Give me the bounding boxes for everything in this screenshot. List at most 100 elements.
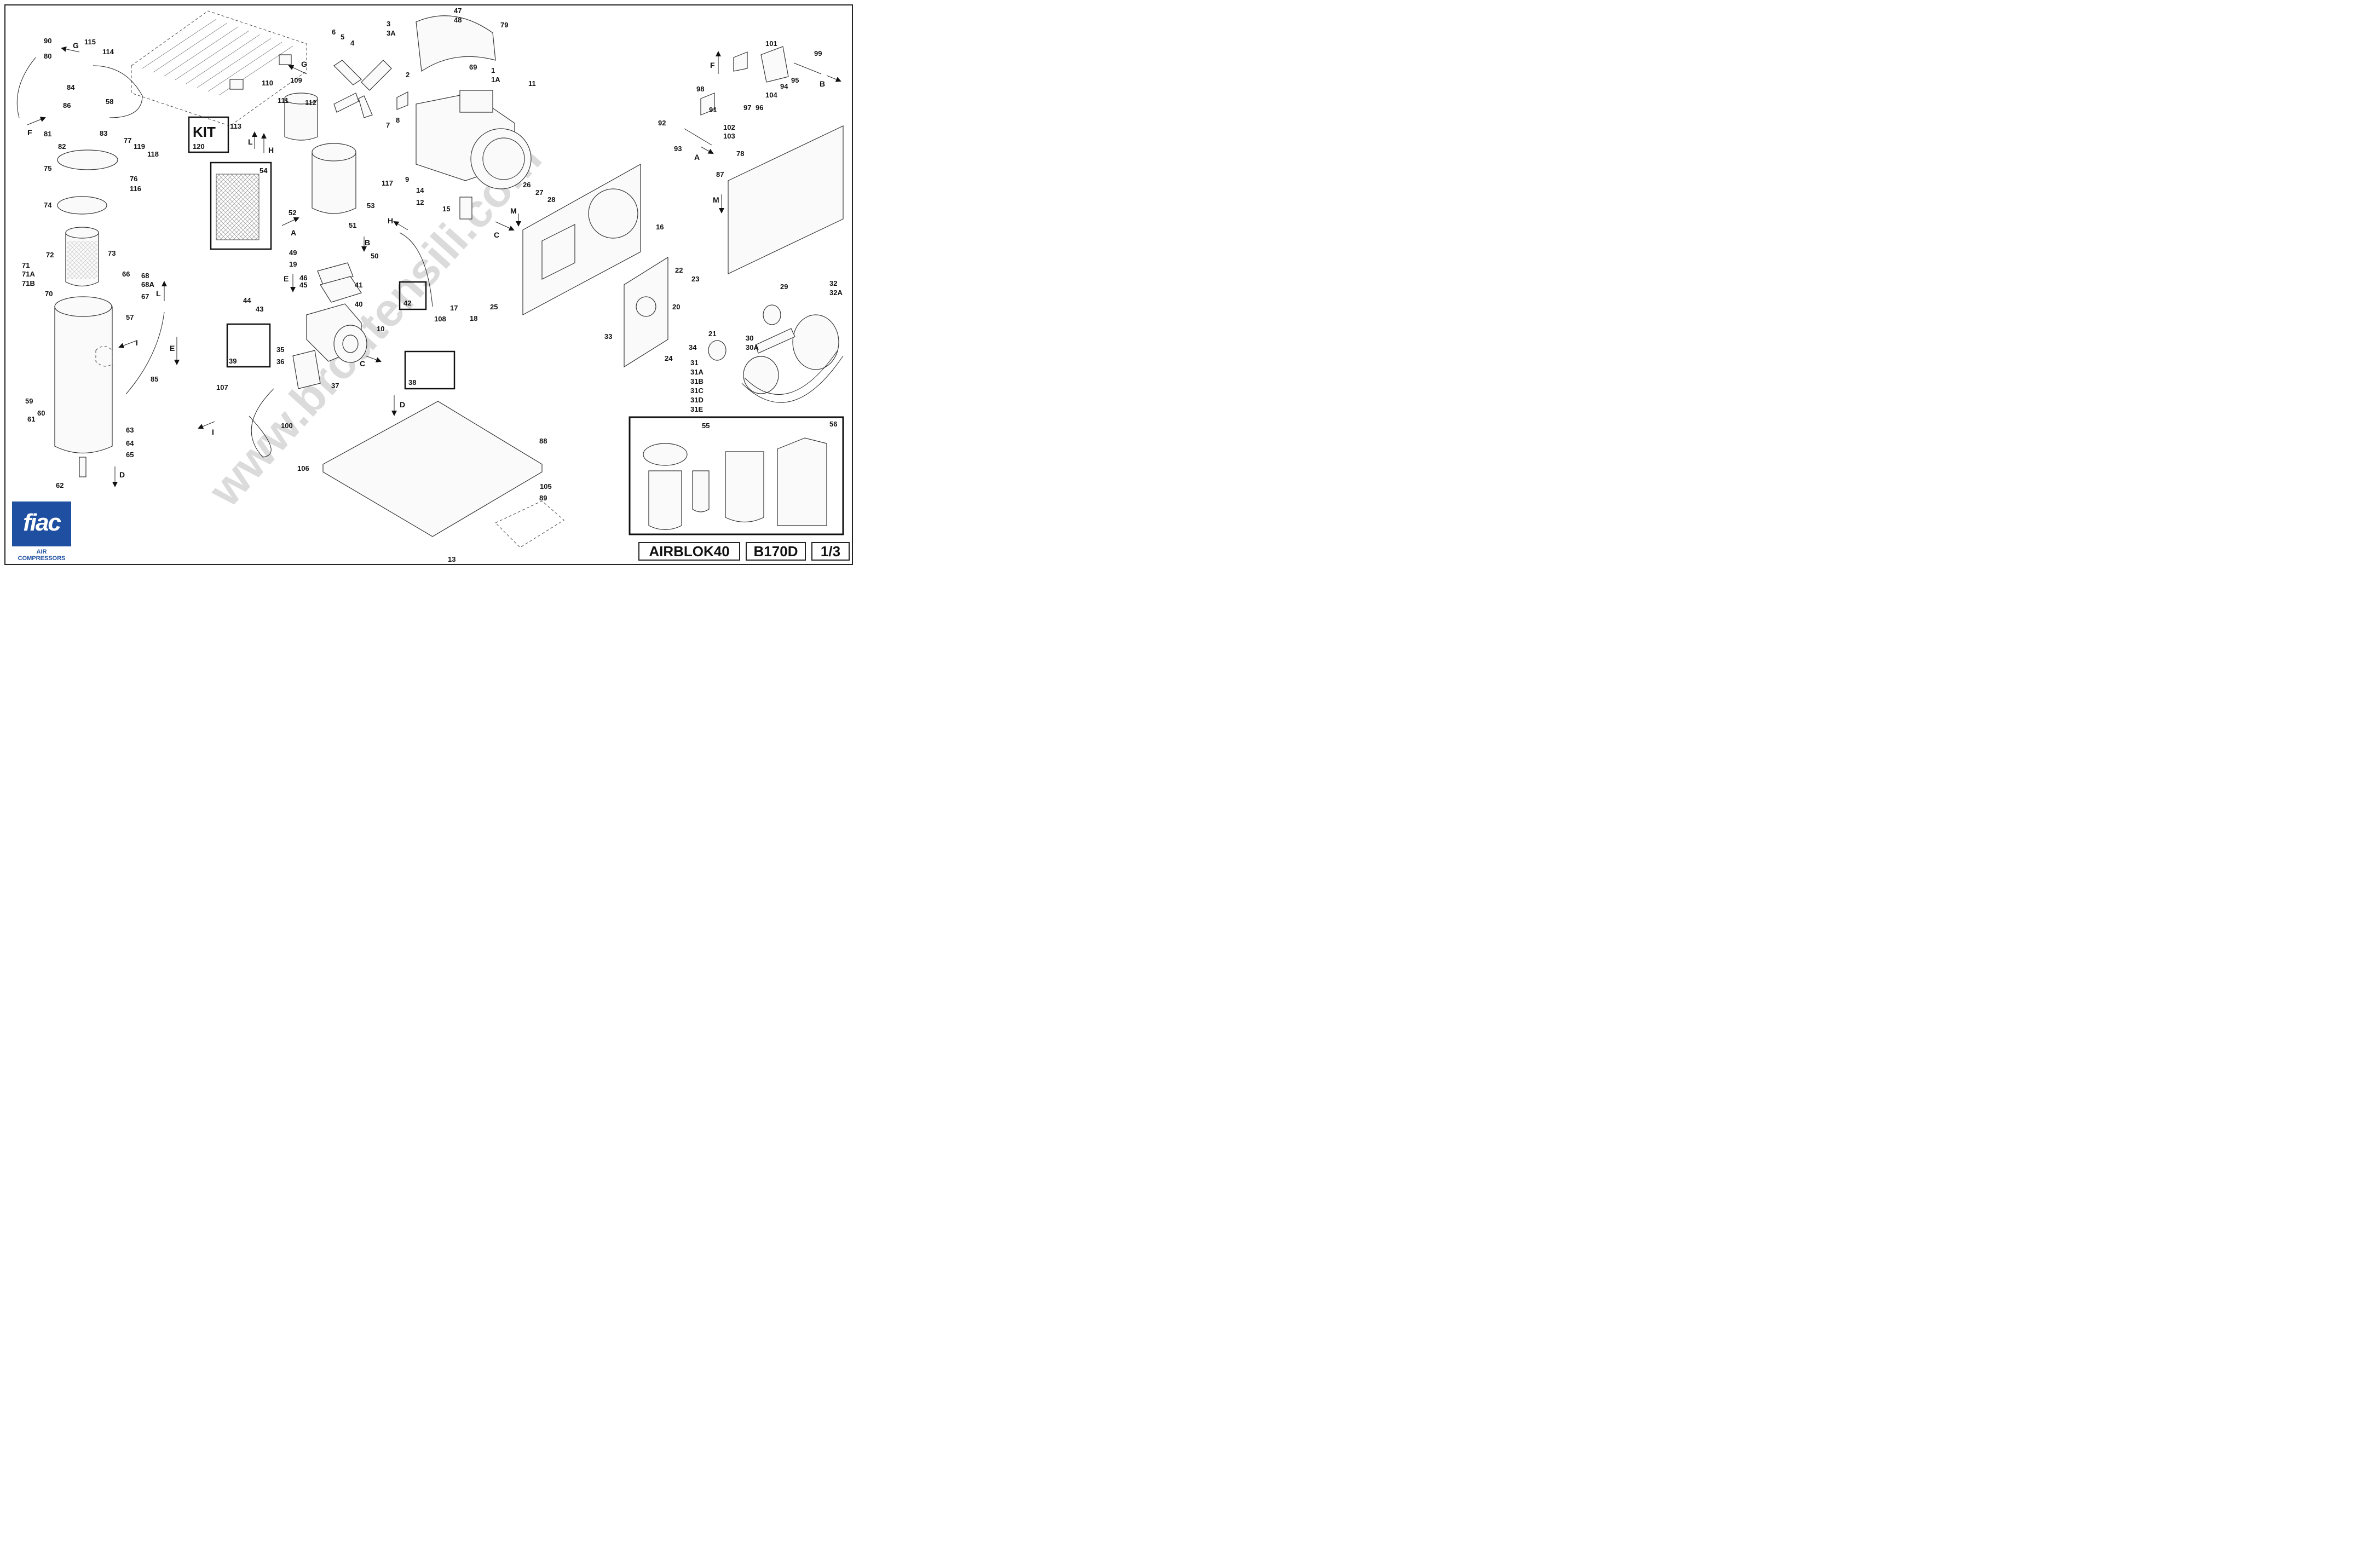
part-label: 76: [130, 175, 137, 183]
part-label: 48: [454, 16, 462, 24]
arrow-letter: G: [73, 41, 79, 50]
part-label: 21: [708, 330, 716, 338]
part-label: 17: [450, 304, 458, 312]
part-label: 77: [124, 136, 131, 145]
part-label: 72: [46, 251, 54, 259]
arrow-letter: F: [710, 61, 715, 70]
part-label: 3A: [387, 29, 396, 37]
arrow-letter: A: [694, 153, 700, 162]
part-label: 112: [305, 99, 316, 107]
arrow-letter: E: [284, 274, 289, 283]
part-label: 71A: [22, 270, 35, 278]
part-label: 116: [130, 185, 141, 193]
part-label: 98: [696, 85, 704, 93]
part-label: 85: [151, 375, 158, 383]
part-label: 113: [230, 122, 241, 130]
part-label: 1: [491, 66, 495, 74]
arrow-letter: B: [365, 238, 370, 247]
part-label: 31A: [690, 368, 704, 376]
part-label: 36: [276, 358, 284, 366]
logo-brand: fiac: [23, 509, 61, 536]
part-label: 104: [765, 91, 777, 99]
part-label: 53: [367, 201, 374, 210]
part-label: 110: [262, 79, 273, 87]
arrow-letter: A: [291, 228, 296, 237]
part-label: 30A: [746, 343, 759, 351]
part-label: 54: [260, 166, 268, 175]
arrow-letter: L: [156, 289, 161, 298]
part-labels: 1 1A 2 3 3A 4 5 6 7 8 9 10 11 12 13 14 1…: [22, 7, 843, 563]
part-label: 86: [63, 101, 71, 109]
part-label: 32: [829, 279, 837, 287]
part-label: 24: [665, 354, 673, 362]
part-label: 88: [539, 437, 547, 445]
part-label: 75: [44, 164, 51, 172]
frame-plate: [522, 163, 641, 316]
part-label: 68A: [141, 280, 154, 289]
part-label: 67: [141, 292, 149, 301]
flow-arrows: [27, 46, 841, 487]
part-label: 78: [736, 149, 744, 158]
diagram-canvas: www.brcutensili.com: [16, 7, 844, 563]
arrow-letter: I: [136, 338, 138, 347]
part-label: 29: [780, 283, 788, 291]
grille-panel: [728, 125, 844, 274]
part-label: 8: [396, 116, 400, 124]
arrow-letter: H: [388, 216, 393, 225]
part-label: 70: [45, 290, 53, 298]
part-label: 1A: [491, 76, 500, 84]
part-label: 61: [27, 415, 35, 423]
part-label: 57: [126, 313, 134, 321]
part-label: 47: [454, 7, 462, 15]
part-label: 94: [780, 82, 788, 90]
part-label: 34: [689, 343, 697, 351]
part-label: 35: [276, 345, 284, 354]
part-label: 60: [37, 409, 45, 417]
part-label: 3: [387, 20, 390, 28]
part-label: 114: [102, 48, 114, 56]
part-label: 42: [403, 299, 411, 307]
part-label: 32A: [829, 289, 843, 297]
part-label: 51: [349, 221, 356, 229]
bracket-plate: [624, 256, 668, 368]
part-label: 100: [281, 422, 293, 430]
part-label: 111: [278, 96, 289, 105]
part-label: 71: [22, 261, 30, 269]
part-label: 55: [702, 422, 710, 430]
part-label: 31E: [690, 405, 703, 413]
part-label: 99: [814, 49, 822, 57]
kit-callout: KIT 120: [193, 124, 216, 151]
part-label: 2: [406, 71, 410, 79]
part-label: 63: [126, 426, 134, 434]
part-label: 31B: [690, 377, 704, 385]
part-label: 87: [716, 170, 724, 178]
arrow-letter: H: [268, 146, 274, 154]
part-label: 58: [106, 97, 113, 106]
drawing-frame: [4, 4, 853, 565]
arrow-letter: L: [248, 137, 253, 146]
arrow-letters: G G F F H H L L A A B B C C D D E E I I …: [27, 41, 825, 479]
part-label: 39: [229, 357, 237, 365]
part-label: 118: [147, 150, 159, 158]
logo-tagline: AIR COMPRESSORS: [18, 549, 66, 562]
part-label: 31: [690, 359, 698, 367]
part-label: 62: [56, 481, 64, 489]
part-label: 45: [299, 281, 307, 289]
part-label: 71B: [22, 279, 35, 287]
part-label: 80: [44, 52, 51, 60]
title-page: 1/3: [811, 542, 850, 561]
fiac-logo: fiac AIR COMPRESSORS: [12, 501, 71, 562]
part-label: 11: [528, 79, 536, 88]
part-label: 13: [448, 555, 455, 563]
part-label: 23: [691, 275, 699, 283]
part-label: 50: [371, 252, 378, 260]
kit-number: 120: [193, 142, 205, 151]
part-label: 84: [67, 83, 75, 91]
callout-boxes: [188, 116, 844, 535]
base-plate: [322, 401, 564, 548]
arrow-letter: F: [27, 128, 32, 137]
part-label: 18: [470, 314, 477, 322]
valve-assembly: [684, 46, 822, 146]
part-label: 20: [672, 303, 680, 311]
part-label: 26: [523, 181, 531, 189]
